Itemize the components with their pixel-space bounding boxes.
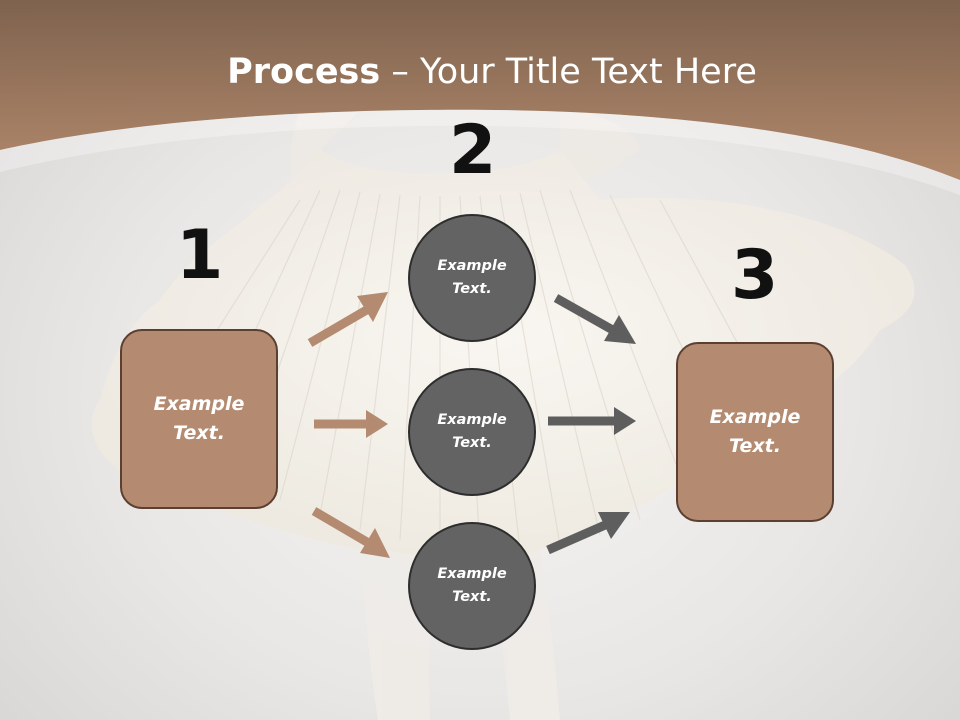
header-band — [0, 0, 960, 180]
step-2-circle-bottom-label: Example Text. — [437, 566, 507, 605]
arrow-bottom-to-3 — [546, 512, 630, 555]
step-number-1: 1 — [176, 216, 224, 295]
arrow-1-to-middle — [314, 410, 388, 438]
step-2-circle-middle[interactable]: Example Text. — [408, 368, 536, 496]
title-bold: Process — [227, 52, 381, 92]
slide-title: Process – Your Title Text Here — [0, 52, 960, 92]
step-number-3: 3 — [731, 236, 779, 315]
header-band-edge — [0, 109, 960, 195]
step-1-box[interactable]: Example Text. — [120, 329, 278, 509]
title-rest: – Your Title Text Here — [380, 52, 757, 92]
step-2-circle-middle-label: Example Text. — [437, 412, 507, 451]
arrow-middle-to-3 — [548, 407, 636, 435]
arrow-top-to-3 — [553, 294, 636, 344]
step-2-circle-bottom[interactable]: Example Text. — [408, 522, 536, 650]
step-1-label: Example Text. — [153, 393, 245, 444]
step-2-circle-top-label: Example Text. — [437, 258, 507, 297]
step-2-circle-top[interactable]: Example Text. — [408, 214, 536, 342]
step-3-label: Example Text. — [709, 406, 801, 457]
arrow-1-to-bottom — [311, 507, 390, 558]
step-3-box[interactable]: Example Text. — [676, 342, 834, 522]
arrow-1-to-top — [307, 292, 388, 347]
step-number-2: 2 — [449, 111, 497, 190]
